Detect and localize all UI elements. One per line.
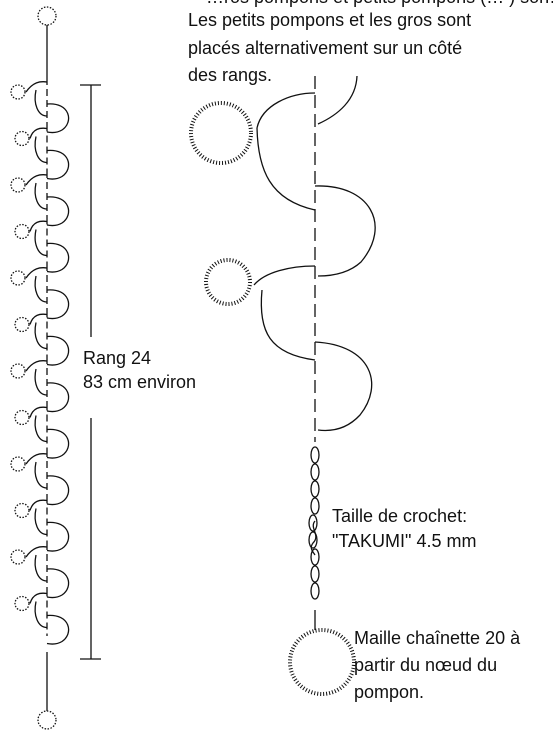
left-arc-lower [34, 368, 48, 396]
left-arc-lower [34, 136, 48, 164]
chain-stitch-8 [310, 565, 320, 583]
left-arc-lower [34, 508, 48, 536]
left-pompon [10, 456, 26, 472]
left-arc-upper [29, 220, 48, 232]
measure-bracket [80, 84, 101, 660]
left-pompon [14, 595, 30, 612]
chain-twist [310, 520, 317, 556]
left-pompon [10, 363, 26, 379]
right-half-loop [46, 103, 70, 134]
chain-stitch-9 [310, 582, 320, 600]
chain-note-line-2: partir du nœud du [354, 655, 498, 675]
top-pompon [37, 6, 57, 26]
left-motif-11 [10, 543, 70, 599]
left-motif-7 [10, 357, 70, 413]
left-arc-lower [34, 89, 48, 117]
large-pompon-bottom [288, 628, 356, 696]
left-arc-upper [29, 127, 48, 139]
left-arc-lower [34, 461, 48, 489]
chain-stitches [308, 446, 320, 630]
alternate-note-line-1: Les petits pompons et les gros sont [188, 10, 472, 30]
chain-stitch-2 [310, 463, 320, 481]
right-half-loop [46, 382, 70, 413]
left-pompon [10, 84, 26, 100]
chain-stitch-3 [310, 480, 320, 498]
left-arc-lower [34, 415, 48, 443]
left-pompon [14, 409, 30, 426]
left-motif-5 [10, 264, 70, 320]
left-motif-6 [14, 310, 70, 366]
bottom-pompon [37, 710, 57, 730]
left-pompon [14, 130, 30, 147]
length-label: 83 cm environ [83, 372, 197, 392]
left-arc-upper [29, 592, 48, 604]
right-half-loop [46, 335, 70, 366]
right-half-loop [46, 614, 70, 645]
chain-stitch-5 [308, 514, 318, 532]
right-half-loop [46, 428, 70, 459]
left-arc-lower [34, 322, 48, 350]
left-pompon [14, 316, 30, 333]
arc-top-right [317, 75, 358, 125]
left-arc-upper [25, 267, 48, 279]
left-motif-10 [14, 496, 70, 552]
left-motif-3 [10, 171, 70, 227]
left-pompon [10, 177, 26, 193]
left-arc-upper [25, 453, 48, 465]
arc-lower-left-to-small [253, 265, 316, 286]
hook-label: Taille de crochet: [332, 506, 468, 526]
arc-upper-left-down [256, 127, 316, 211]
alternate-note-line-3: des rangs. [188, 65, 273, 85]
right-half-loop [46, 289, 70, 320]
arc-lower-left-down [260, 289, 316, 361]
left-motif-12 [14, 589, 70, 645]
right-half-loop [46, 149, 70, 180]
left-strand [10, 6, 70, 730]
left-arc-upper [29, 499, 48, 511]
left-arc-lower [34, 229, 48, 257]
left-motif-9 [10, 450, 70, 506]
left-pompon [14, 502, 30, 519]
left-pompon [14, 223, 30, 240]
left-arc-upper [25, 360, 48, 372]
left-motif-8 [14, 403, 70, 459]
right-half-loop [46, 242, 70, 273]
left-pompon [10, 549, 26, 565]
right-half-loop [46, 196, 70, 227]
chain-note-line-3: pompon. [354, 682, 425, 702]
row-label: Rang 24 [83, 348, 152, 368]
right-half-loop [46, 521, 70, 552]
detail-view [189, 75, 376, 696]
left-arc-upper [25, 174, 48, 186]
right-half-loop [46, 568, 70, 599]
chain-note-line-1: Maille chaînette 20 à [354, 628, 521, 648]
large-pompon-upper [189, 101, 253, 165]
left-arc-upper [29, 406, 48, 418]
left-motif-group [10, 78, 70, 645]
small-pompon-middle [204, 258, 252, 306]
alternate-note-line-2: placés alternativement sur un côté [188, 38, 463, 58]
left-arc-lower [34, 554, 48, 582]
arc-upper-left-to-big [256, 92, 316, 129]
left-motif-1 [10, 78, 70, 134]
left-arc-lower [34, 275, 48, 303]
left-arc-upper [25, 546, 48, 558]
hook-value: "TAKUMI" 4.5 mm [332, 531, 477, 551]
chain-stitch-6 [308, 531, 318, 549]
chain-stitch-7 [310, 548, 320, 566]
left-motif-2 [14, 124, 70, 180]
chain-stitch-1 [310, 446, 320, 464]
arc-lower-right [314, 341, 373, 432]
left-arc-upper [29, 313, 48, 325]
top-note-cut: …ros pompons et petits pompons (… ) son… [206, 0, 553, 9]
left-motif-4 [14, 217, 70, 273]
chain-stitch-4 [310, 497, 320, 515]
left-arc-lower [34, 182, 48, 210]
left-arc-lower [34, 601, 48, 629]
arc-upper-right [314, 185, 376, 277]
right-half-loop [46, 475, 70, 506]
left-arc-upper [25, 81, 48, 93]
left-pompon [10, 270, 26, 286]
